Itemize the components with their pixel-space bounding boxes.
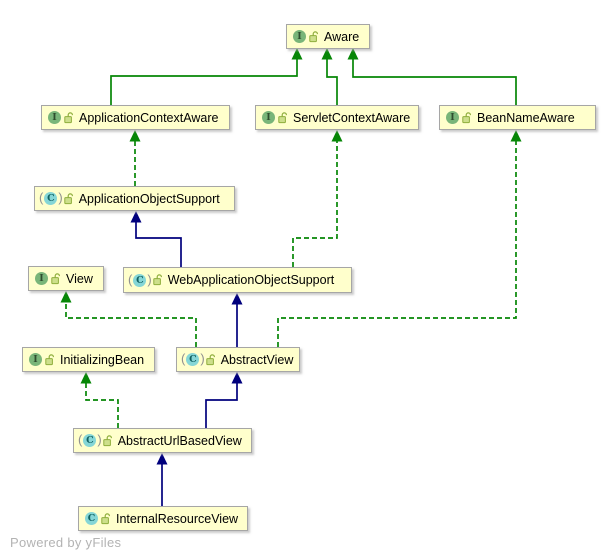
public-lock-icon	[309, 30, 318, 42]
node-applicationcontextaware[interactable]: I ApplicationContextAware	[41, 105, 230, 130]
node-label: Aware	[324, 29, 360, 44]
node-abstractview[interactable]: ( C ) AbstractView	[176, 347, 300, 372]
class-icon: C	[85, 512, 98, 525]
node-initializingbean[interactable]: I InitializingBean	[22, 347, 155, 372]
interface-icon: I	[293, 30, 306, 43]
abstract-class-icon: C	[133, 273, 147, 287]
public-lock-icon	[45, 353, 54, 365]
public-lock-icon	[63, 192, 73, 204]
node-applicationobjectsupport[interactable]: ( C ) ApplicationObjectSupport	[34, 186, 235, 211]
node-webapplicationobjectsupport[interactable]: ( C ) WebApplicationObjectSupport	[123, 267, 352, 293]
node-label: ApplicationObjectSupport	[78, 191, 220, 206]
node-label: AbstractView	[220, 352, 294, 367]
public-lock-icon	[278, 111, 287, 123]
abstract-paren-icon: )	[97, 432, 102, 447]
interface-icon: I	[446, 111, 459, 124]
powered-by-yfiles-label: Powered by yFiles	[10, 535, 122, 550]
edge-webapplicationobjectsupport-extends-applicationobjectsupport	[130, 211, 182, 267]
edge-abstracturlbasedview-extends-abstractview	[205, 372, 243, 428]
interface-icon: I	[35, 272, 48, 285]
edge-abstracturlbasedview-implements-initializingbean	[80, 372, 119, 428]
node-aware[interactable]: I Aware	[286, 24, 370, 49]
edge-abstractview-implements-view	[60, 291, 197, 347]
edge-internalresourceview-extends-abstracturlbasedview	[156, 453, 168, 506]
node-label: WebApplicationObjectSupport	[167, 273, 335, 287]
interface-icon: I	[29, 353, 42, 366]
abstract-paren-icon: (	[78, 432, 83, 447]
edge-abstractview-implements-beannameaware	[277, 130, 522, 347]
abstract-paren-icon: (	[39, 190, 44, 205]
edge-servletcontextaware-extends-aware	[321, 48, 338, 105]
public-lock-icon	[51, 272, 60, 284]
edge-applicationcontextaware-extends-aware	[110, 48, 303, 105]
edge-beannameaware-extends-aware	[347, 48, 517, 105]
node-label: AbstractUrlBasedView	[117, 433, 242, 448]
public-lock-icon	[64, 111, 73, 123]
public-lock-icon	[152, 274, 162, 286]
public-lock-icon	[101, 512, 110, 524]
node-view[interactable]: I View	[28, 266, 104, 291]
edge-applicationobjectsupport-implements-applicationcontextaware	[129, 130, 141, 186]
edge-webapplicationobjectsupport-implements-servletcontextaware	[292, 130, 343, 267]
node-label: BeanNameAware	[477, 110, 575, 125]
abstract-paren-icon: )	[200, 351, 205, 366]
node-label: InitializingBean	[60, 352, 145, 367]
node-label: ApplicationContextAware	[79, 110, 219, 125]
node-servletcontextaware[interactable]: I ServletContextAware	[255, 105, 419, 130]
public-lock-icon	[102, 434, 112, 446]
abstract-paren-icon: )	[58, 190, 63, 205]
node-abstracturlbasedview[interactable]: ( C ) AbstractUrlBasedView	[73, 428, 252, 453]
edge-abstractview-extends-webapplicationobjectsupport	[231, 293, 243, 347]
node-internalresourceview[interactable]: C InternalResourceView	[78, 506, 248, 531]
abstract-class-icon: C	[83, 434, 97, 447]
abstract-class-icon: C	[44, 192, 58, 205]
abstract-paren-icon: (	[128, 271, 133, 287]
interface-icon: I	[48, 111, 61, 124]
node-label: ServletContextAware	[293, 110, 411, 125]
abstract-paren-icon: (	[181, 351, 186, 366]
abstract-class-icon: C	[186, 353, 200, 366]
node-label: View	[66, 271, 93, 286]
node-beannameaware[interactable]: I BeanNameAware	[439, 105, 596, 130]
public-lock-icon	[205, 353, 215, 365]
node-label: InternalResourceView	[116, 511, 239, 526]
public-lock-icon	[462, 111, 471, 123]
interface-icon: I	[262, 111, 275, 124]
abstract-paren-icon: )	[147, 271, 152, 287]
